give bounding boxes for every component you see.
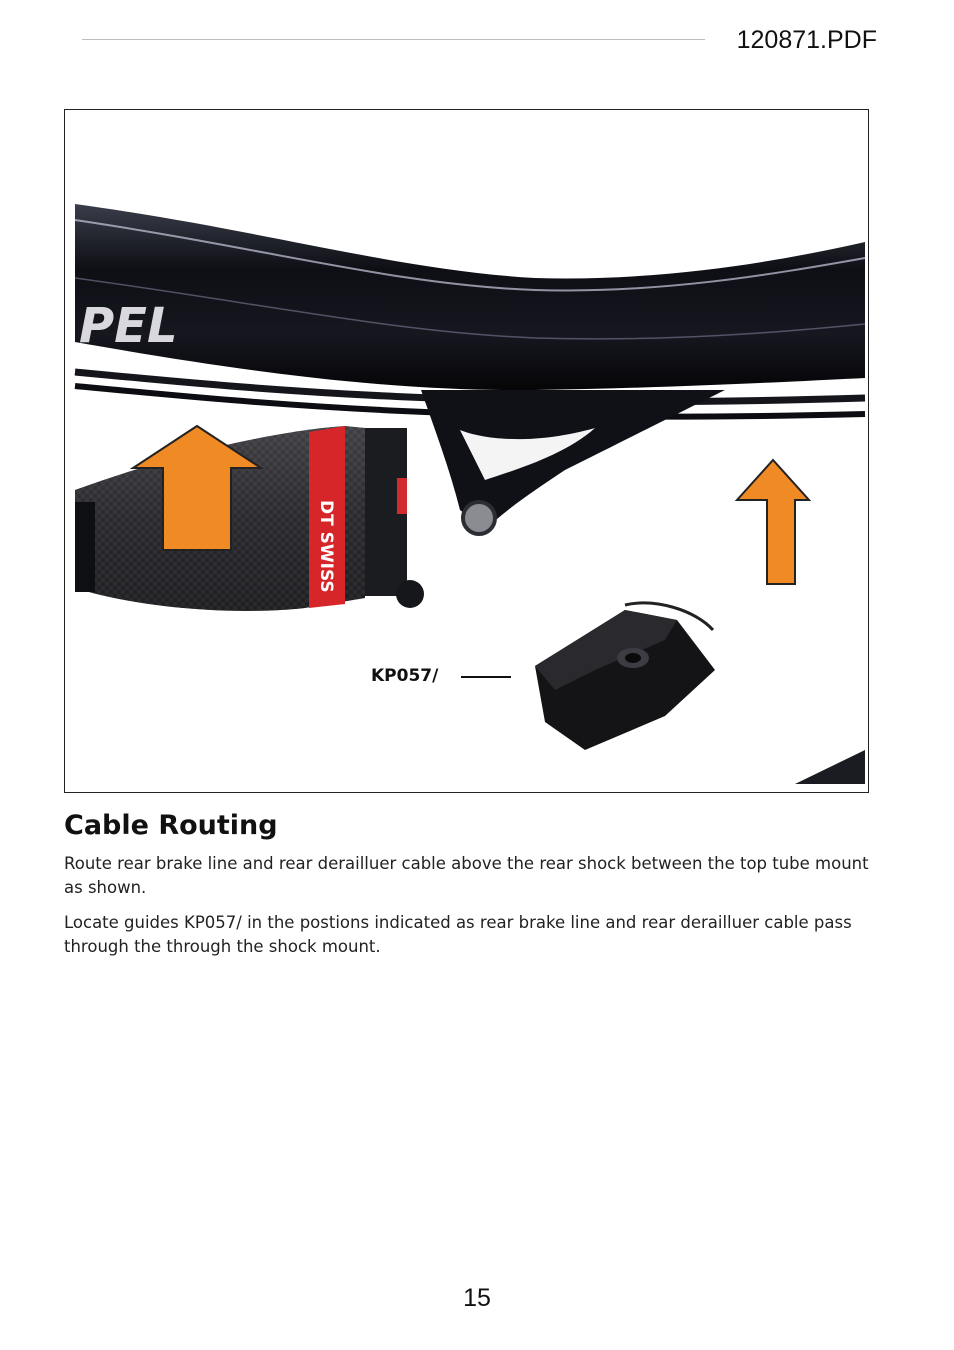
- shock-brand-decal: DT SWISS: [316, 500, 336, 593]
- arrow-up-right-icon: [734, 458, 812, 585]
- instruction-paragraph-1: Route rear brake line and rear deraillue…: [64, 854, 869, 897]
- lower-frame-tube: [795, 750, 865, 784]
- derailleur-cable: [74, 383, 866, 420]
- shock-knob: [396, 580, 424, 608]
- header-rule: [82, 39, 705, 40]
- instruction-paragraph-2: Locate guides KP057/ in the postions ind…: [64, 913, 852, 956]
- callout-label: KP057/: [371, 666, 439, 686]
- top-tube: [75, 204, 865, 391]
- cable-guide-part: [535, 601, 715, 750]
- bike-frame-photo: PEL DT SWISS: [74, 204, 866, 784]
- product-photo-figure: PEL DT SWISS KP057/: [64, 109, 869, 793]
- mount-bolt: [461, 500, 497, 536]
- brake-line: [74, 368, 866, 406]
- arrow-up-left-icon: [129, 424, 265, 551]
- shock-red-band: [309, 426, 345, 608]
- section-title: Cable Routing: [64, 810, 278, 841]
- frame-brand-decal: PEL: [79, 298, 178, 354]
- callout-leader-line: [461, 676, 511, 678]
- page-number: 15: [463, 1284, 491, 1312]
- document-id: 120871.PDF: [736, 26, 877, 54]
- shock-mount: [421, 390, 725, 530]
- shock-red-lever: [397, 478, 407, 514]
